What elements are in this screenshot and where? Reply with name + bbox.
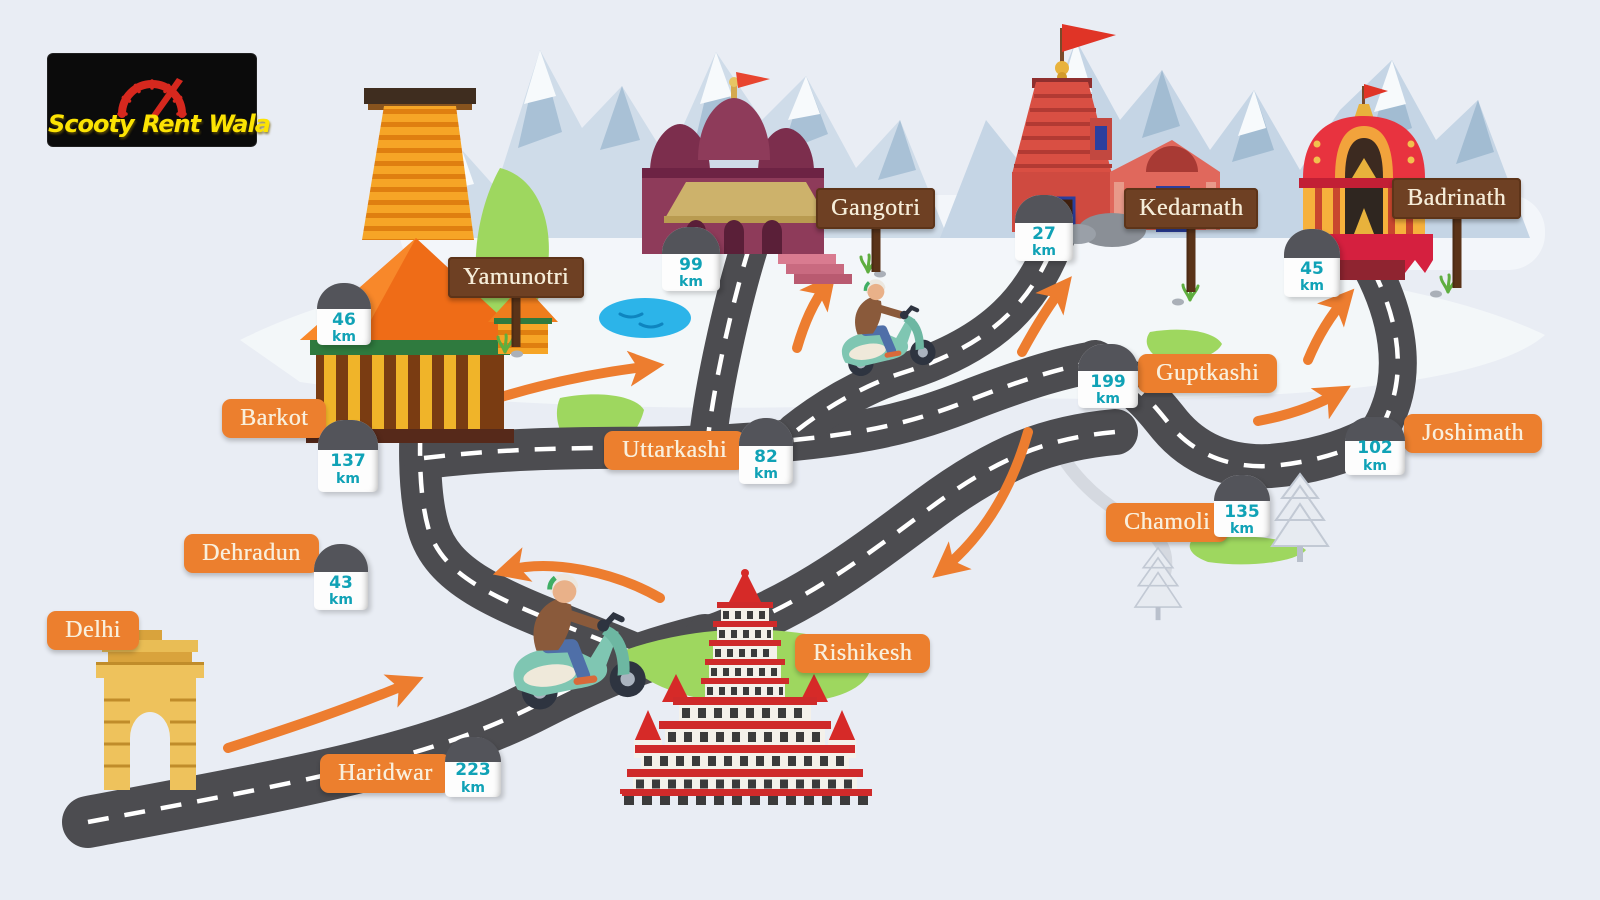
milestone-distance: 43 — [329, 572, 353, 593]
milestone-unit: km — [1363, 457, 1387, 474]
pond-illustration — [599, 298, 691, 338]
sign-post — [871, 226, 881, 272]
sign-post — [1186, 226, 1196, 292]
speedometer-icon — [117, 78, 187, 120]
milestone-distance: 223 — [455, 760, 491, 780]
milestone-distance: 199 — [1090, 371, 1126, 392]
signpost-gangotri: Gangotri — [816, 188, 936, 272]
rocks — [511, 270, 1442, 358]
milestone-cap — [1345, 417, 1405, 442]
arrow-badrinath — [1303, 288, 1355, 365]
milestone-distance: 46 — [332, 309, 356, 330]
milestone-distance: 135 — [1224, 501, 1260, 522]
milestone-distance: 102 — [1357, 438, 1393, 459]
place-label-dehradun: Dehradun — [184, 534, 319, 573]
road-gangotri-spur — [688, 229, 768, 467]
arrow-down-chamoli — [932, 427, 1033, 578]
milestone-unit: km — [1230, 521, 1254, 538]
milestone-unit: km — [1032, 243, 1056, 260]
arrow-gangotri — [792, 273, 836, 353]
place-label-delhi: Delhi — [47, 611, 139, 650]
brand-logo: Scooty Rent Wala — [48, 54, 271, 146]
india-gate-illustration — [96, 630, 204, 790]
sign-label-yamunotri: Yamunotri — [448, 257, 585, 298]
milestone-distance: 27 — [1032, 223, 1056, 244]
milestone-unit: km — [336, 470, 360, 487]
brand-name: Scooty Rent Wala — [48, 110, 271, 138]
arrow-guptkashi — [1253, 385, 1351, 426]
place-label-barkot: Barkot — [222, 399, 327, 438]
arrow-uttarkashi — [493, 350, 665, 403]
signpost-badrinath: Badrinath — [1392, 178, 1522, 288]
signpost-yamunotri: Yamunotri — [448, 257, 585, 347]
milestone-unit: km — [461, 779, 485, 796]
milestone-unit: km — [754, 466, 778, 483]
milestone-unit: km — [1300, 278, 1324, 295]
place-label-haridwar: Haridwar — [320, 754, 451, 793]
arrow-to-dehradun — [492, 547, 665, 603]
sign-label-kedarnath: Kedarnath — [1124, 188, 1259, 229]
milestone-unit: km — [329, 592, 353, 609]
milestone-unit: km — [332, 329, 356, 346]
arrow-kedarnath — [1017, 276, 1072, 357]
rishikesh-temple-illustration — [620, 569, 872, 805]
milestone-distance: 82 — [754, 446, 778, 467]
road-center-dashes — [87, 217, 1400, 825]
pine-tree-icon — [1133, 472, 1330, 621]
milestone-distance: 137 — [330, 451, 366, 472]
sign-post — [511, 295, 521, 347]
milestone-distance: 45 — [1300, 258, 1324, 279]
signpost-kedarnath: Kedarnath — [1124, 188, 1259, 292]
sign-label-gangotri: Gangotri — [816, 188, 936, 229]
milestone-unit: km — [679, 274, 703, 291]
milestone-unit: km — [1096, 391, 1120, 408]
place-label-joshimath: Joshimath — [1404, 414, 1542, 453]
place-label-uttarkashi: Uttarkashi — [604, 431, 745, 470]
milestone-distance: 99 — [679, 254, 703, 275]
place-label-rishikesh: Rishikesh — [795, 634, 931, 673]
place-label-guptkashi: Guptkashi — [1138, 354, 1278, 393]
place-label-chamoli: Chamoli — [1106, 503, 1229, 542]
arrow-delhi — [223, 674, 424, 753]
sign-post — [1452, 216, 1462, 288]
sign-label-badrinath: Badrinath — [1392, 178, 1522, 219]
milestone-cap — [318, 420, 378, 451]
